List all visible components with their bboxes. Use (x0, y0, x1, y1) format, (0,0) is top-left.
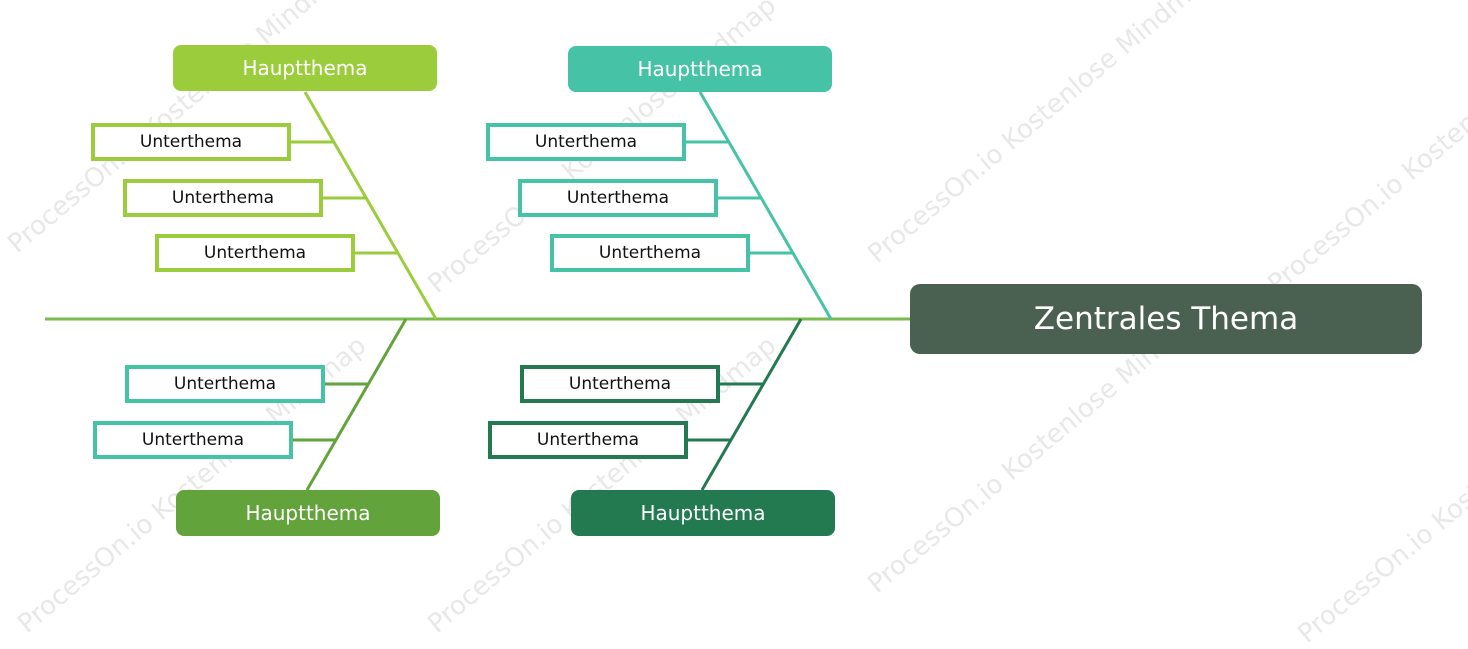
main-topic-label: Hauptthema (637, 57, 763, 81)
subtopic[interactable]: Unterthema (488, 421, 688, 459)
branch-bone (303, 91, 438, 320)
branch-bone (698, 91, 833, 320)
subtopic-label: Unterthema (568, 374, 672, 394)
central-topic[interactable]: Zentrales Thema (910, 284, 1422, 354)
subtopic[interactable]: Unterthema (550, 234, 750, 272)
subtopic-label: Unterthema (141, 430, 245, 450)
subtopic-label: Unterthema (203, 243, 307, 263)
central-topic-label: Zentrales Thema (1033, 301, 1299, 337)
subtopic[interactable]: Unterthema (125, 365, 325, 403)
connector-lines (45, 91, 910, 491)
subtopic-label: Unterthema (566, 188, 670, 208)
branch-bone (305, 318, 408, 491)
main-topic-top-middle[interactable]: Hauptthema (568, 46, 832, 92)
subtopic[interactable]: Unterthema (123, 179, 323, 217)
main-topic-label: Hauptthema (242, 56, 368, 80)
subtopic-label: Unterthema (171, 188, 275, 208)
main-topic-bottom-left[interactable]: Hauptthema (176, 490, 440, 536)
main-topic-bottom-middle[interactable]: Hauptthema (571, 490, 835, 536)
main-topic-label: Hauptthema (245, 501, 371, 525)
subtopic-label: Unterthema (534, 132, 638, 152)
subtopic[interactable]: Unterthema (155, 234, 355, 272)
subtopic[interactable]: Unterthema (91, 123, 291, 161)
subtopic-label: Unterthema (173, 374, 277, 394)
main-topic-label: Hauptthema (640, 501, 766, 525)
subtopic[interactable]: Unterthema (486, 123, 686, 161)
main-topic-top-left[interactable]: Hauptthema (173, 45, 437, 91)
subtopic[interactable]: Unterthema (93, 421, 293, 459)
branch-bone (700, 318, 803, 491)
subtopic[interactable]: Unterthema (520, 365, 720, 403)
subtopic-label: Unterthema (139, 132, 243, 152)
subtopic-label: Unterthema (536, 430, 640, 450)
subtopic-label: Unterthema (598, 243, 702, 263)
subtopic[interactable]: Unterthema (518, 179, 718, 217)
